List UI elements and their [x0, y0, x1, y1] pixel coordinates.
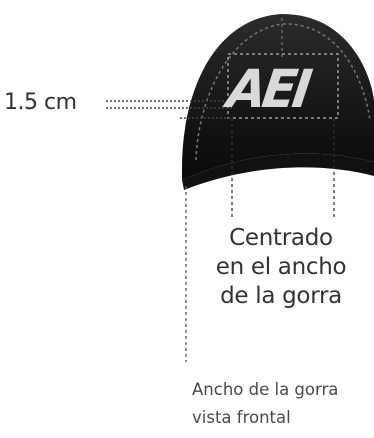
- cap-stitching: [195, 23, 371, 161]
- centered-note-line-3: de la gorra: [220, 283, 342, 309]
- cap-crown: [182, 14, 374, 180]
- centered-note-line-2: en el ancho: [215, 254, 347, 280]
- logo-box: [227, 53, 339, 119]
- caption: Ancho de la gorra vista frontal: [192, 376, 338, 432]
- centered-note-line-1: Centrado: [229, 225, 333, 251]
- cap-brim: [182, 153, 374, 190]
- caption-line-1: Ancho de la gorra: [192, 380, 339, 399]
- caption-line-2: vista frontal: [192, 408, 291, 427]
- centered-note: Centrado en el ancho de la gorra: [196, 224, 366, 311]
- measurement-label: 1.5 cm: [4, 90, 77, 115]
- cap-logo: AEI: [223, 58, 312, 120]
